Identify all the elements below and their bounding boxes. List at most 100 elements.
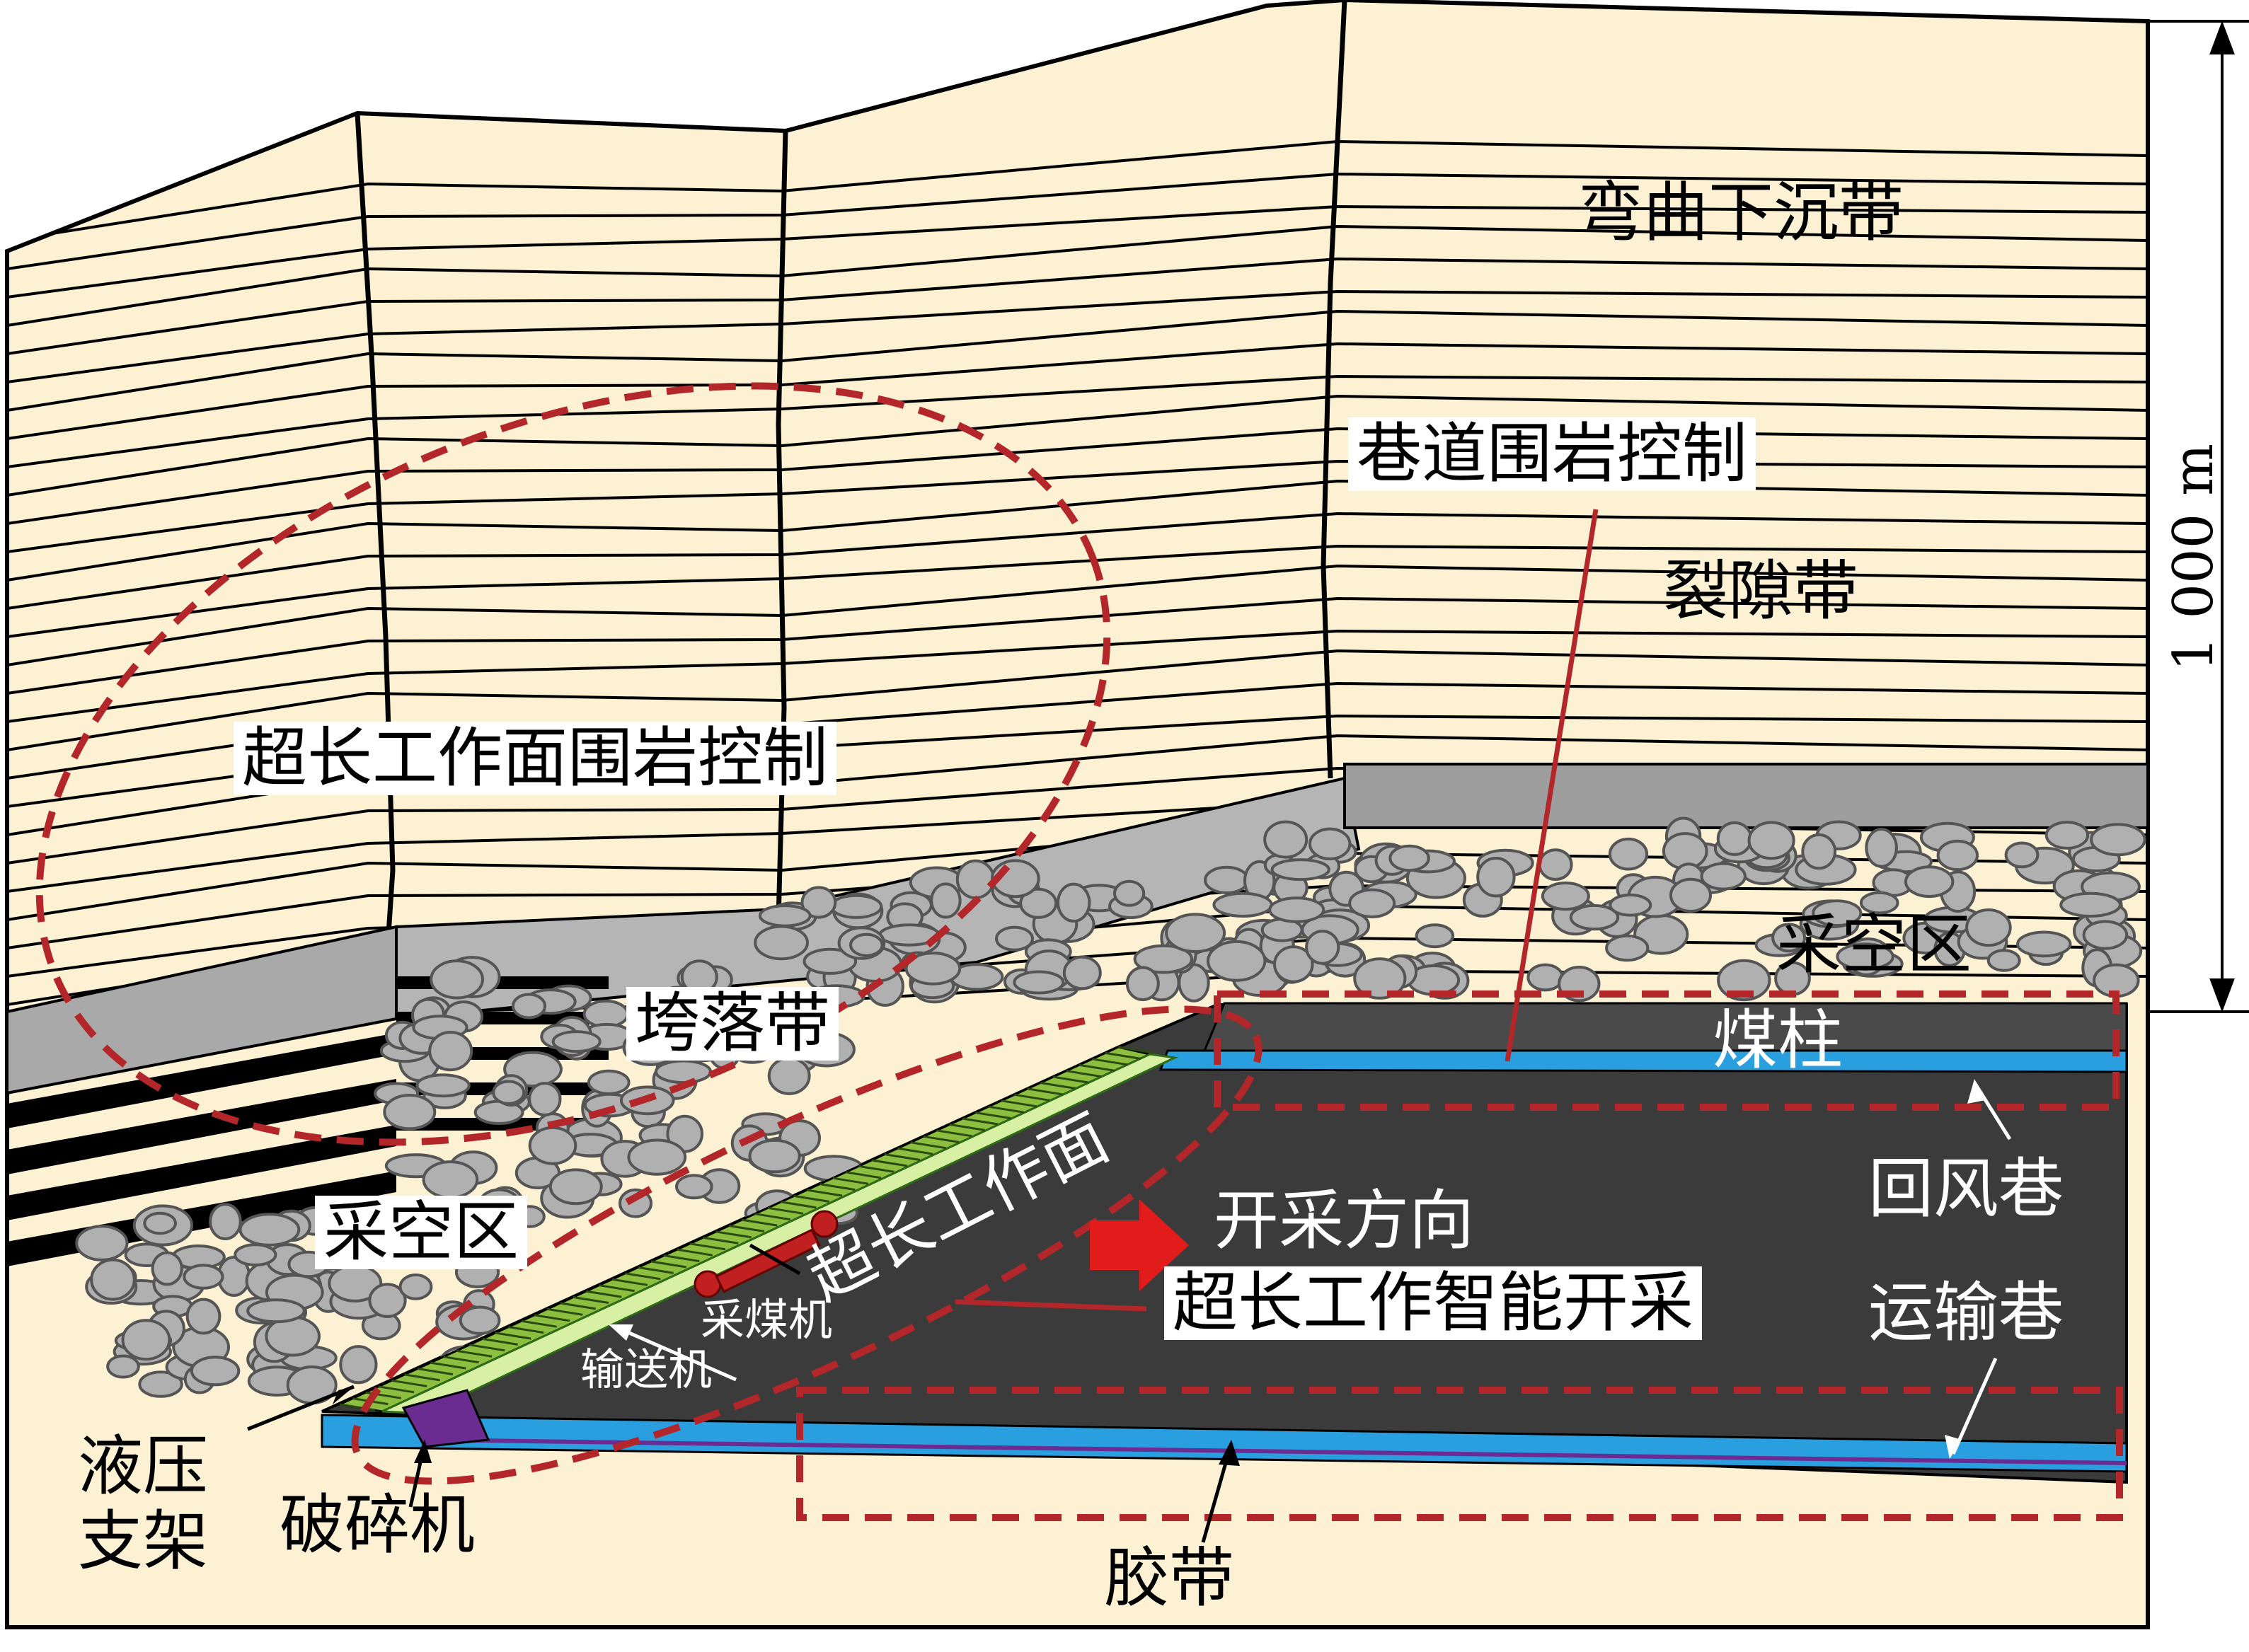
rubble-stone [748,1138,801,1174]
label-roadway-control: 巷道围岩控制 [1348,417,1756,491]
rubble-stone [1113,879,1146,907]
rubble-stone [528,1082,562,1116]
support-tick [949,1123,985,1131]
support-tick [1053,1075,1089,1084]
rubble-stone [246,1298,306,1324]
rubble-stone [1057,882,1091,923]
coal-pillar-strip [1201,1002,2128,1056]
rubble-stone [1415,923,1455,949]
rubble-stone [803,947,858,975]
rubble-stone [1965,908,2012,947]
rubble-stone [995,925,1034,952]
rubble-stone [1747,821,1795,860]
support-tick [417,1368,454,1375]
label-goaf-right: 采空区 [1776,907,1972,983]
rubble-stone [1836,942,1894,971]
stratum-line [7,394,2148,497]
rubble-stone [209,1203,242,1240]
support-tick [650,1260,687,1269]
label-bending-zone: 弯曲下沉带 [1578,175,1904,250]
rubble-stone [2082,920,2129,950]
rubble-stone [1865,828,1898,868]
rubble-stone [1700,862,1747,891]
support-tick [871,1159,907,1167]
stratum-line [7,342,2148,440]
rubble-stone [767,1056,811,1095]
support-tick [1066,1070,1102,1078]
return-airway [1158,1049,2128,1073]
stratum-line [7,851,2148,949]
rubble-stone [800,886,837,919]
support-tick [819,1183,856,1191]
support-tick [534,1314,570,1322]
support-tick [1014,1093,1050,1102]
support-tick [573,1296,609,1304]
support-tick [1040,1082,1076,1090]
support-ticks [339,1046,1154,1411]
support-tick [806,1189,843,1197]
rubble-stone [1541,882,1590,911]
rubble-stone [1204,865,1250,895]
dashed-regions [35,382,2123,1521]
rubble-stone [234,1243,277,1266]
label-conveyor: 输送机 [580,1344,713,1395]
rubble-stone [428,1031,473,1072]
support-tick [1092,1058,1128,1066]
support-tick [689,1242,726,1251]
rubble-stone [1608,837,1649,871]
rubble-stone [1669,877,1712,913]
rubble-stone [1609,894,1652,917]
label-goaf-left: 采空区 [315,1196,528,1269]
support-tick [1027,1087,1063,1096]
rubble-stone [1273,945,1314,983]
support-tick [508,1326,544,1334]
rubble-stone [1716,821,1753,856]
rubble-stone [587,1069,631,1096]
rubble-stone [1165,913,1226,953]
rubble-stone [1986,949,2021,972]
rubble-stone [2059,891,2122,918]
vertical-fractures [355,0,1347,977]
rubble-stone [1717,959,1771,1002]
rubble-stone [1904,865,1955,899]
label-fracture-zone: 裂隙带 [1663,553,1859,629]
rubble-stone [759,904,812,928]
support-tick [586,1290,622,1298]
support-tick [599,1284,635,1293]
support-tick [742,1218,778,1227]
support-tick [767,1206,804,1215]
rubble-stone [1125,966,1160,1002]
rubble-stone [1538,848,1573,881]
rubble-stone [1353,957,1407,1000]
depth-scale [2148,20,2249,1013]
rubble-stone [383,1094,437,1131]
rubble-stone [459,1305,501,1335]
support-tick [703,1236,739,1244]
support-tick [910,1141,946,1150]
rubble-stone [829,894,883,919]
rubble-stone [1859,891,1899,915]
support-tick [897,1147,933,1155]
rubble-stone [238,1213,301,1247]
rubble-stone [1062,955,1102,990]
belt-line [424,1438,2127,1465]
label-depth: 1 000 m [2162,443,2226,671]
pillar-dashed-rect [1214,990,2119,1111]
shearer-drums [694,1210,839,1298]
rubble-stone [2044,821,2090,850]
longwall-face-ellipse [351,1005,1262,1485]
rubble-stone [528,1126,577,1165]
rubble-stone [183,1264,224,1290]
support-tick [845,1171,882,1179]
support-tick [391,1379,427,1387]
rubble-stone [492,1080,526,1105]
support-tick [430,1361,466,1370]
rubble-stone [904,952,962,986]
rubble-stone [1526,963,1564,992]
rubble-stone [1801,833,1837,870]
rubble-stone [143,1211,177,1235]
support-tick [962,1117,999,1126]
rubble-stone [151,1251,183,1286]
rubble-stone [422,1160,479,1199]
